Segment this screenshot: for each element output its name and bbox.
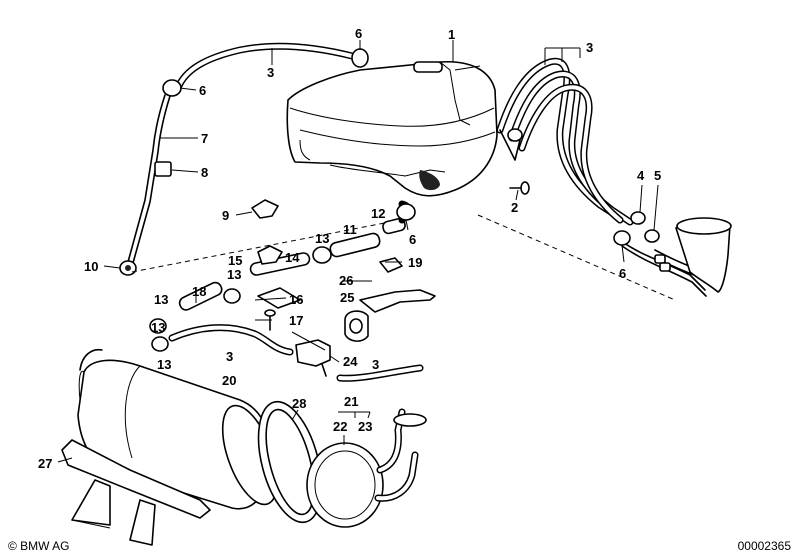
callout-20[interactable]: 20: [222, 373, 236, 388]
callout-6-top[interactable]: 6: [355, 26, 362, 41]
assembly-line: [131, 219, 401, 273]
hose-bundle: [496, 57, 707, 297]
callouts: 1 2 3 3 3 3 4 5 6 6 6 6 7 8 9 10 11 12 1…: [38, 26, 661, 471]
lower-hoses: [168, 324, 424, 382]
callout-13-e[interactable]: 13: [157, 357, 171, 372]
callout-13-c[interactable]: 13: [154, 292, 168, 307]
expansion-tank: [286, 60, 498, 197]
callout-1[interactable]: 1: [448, 27, 455, 42]
callout-4[interactable]: 4: [637, 168, 645, 183]
callout-3-top[interactable]: 3: [267, 65, 274, 80]
pipe-vertical: [119, 94, 172, 276]
holder-bracket: [61, 439, 211, 546]
callout-14[interactable]: 14: [285, 250, 300, 265]
callout-17[interactable]: 17: [289, 313, 303, 328]
callout-21[interactable]: 21: [344, 394, 358, 409]
mount-bracket: [344, 257, 436, 342]
radiator-neck: [675, 217, 732, 293]
callout-3-lower-left[interactable]: 3: [226, 349, 233, 364]
filter-assembly: [257, 400, 427, 528]
document-number: 00002365: [737, 539, 791, 553]
callout-3-lower-right[interactable]: 3: [372, 357, 379, 372]
callout-8[interactable]: 8: [201, 165, 208, 180]
callout-11[interactable]: 11: [343, 222, 357, 237]
hose-top: [162, 42, 369, 97]
callout-28[interactable]: 28: [292, 396, 306, 411]
callout-10[interactable]: 10: [84, 259, 98, 274]
callout-6-middle[interactable]: 6: [409, 232, 416, 247]
callout-13-b[interactable]: 13: [227, 267, 241, 282]
callout-3-right[interactable]: 3: [586, 40, 593, 55]
copyright-notice: © BMW AG: [8, 539, 70, 553]
callout-12[interactable]: 12: [371, 206, 385, 221]
callout-9[interactable]: 9: [222, 208, 229, 223]
callout-7[interactable]: 7: [201, 131, 208, 146]
middle-hoses: [149, 200, 416, 352]
callout-13-d[interactable]: 13: [151, 320, 165, 335]
leader-lines: [57, 40, 659, 463]
callout-24[interactable]: 24: [343, 354, 358, 369]
callout-6-left[interactable]: 6: [199, 83, 206, 98]
callout-16[interactable]: 16: [289, 292, 303, 307]
callout-26[interactable]: 26: [339, 273, 353, 288]
callout-13-a[interactable]: 13: [315, 231, 329, 246]
callout-23[interactable]: 23: [358, 419, 372, 434]
callout-22[interactable]: 22: [333, 419, 347, 434]
callout-27[interactable]: 27: [38, 456, 52, 471]
callout-5[interactable]: 5: [654, 168, 661, 183]
callout-18[interactable]: 18: [192, 284, 206, 299]
callout-25[interactable]: 25: [340, 290, 354, 305]
callout-2[interactable]: 2: [511, 200, 518, 215]
callout-6-right[interactable]: 6: [619, 266, 626, 281]
screw: [509, 181, 530, 195]
callout-15[interactable]: 15: [228, 253, 242, 268]
callout-19[interactable]: 19: [408, 255, 422, 270]
